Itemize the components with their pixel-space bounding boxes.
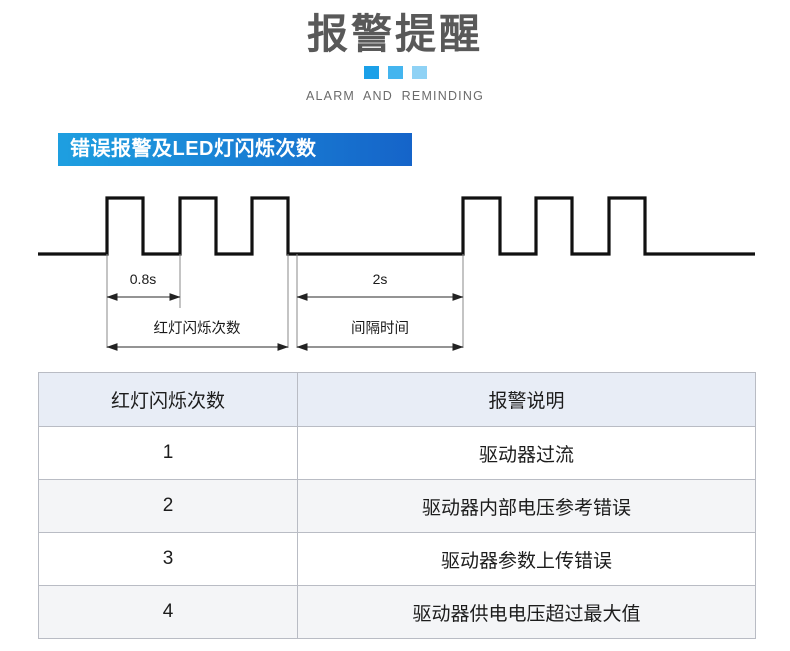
table-header-description: 报警说明 — [297, 372, 756, 427]
cell-blink-count: 3 — [38, 532, 298, 586]
interval-span-label: 间隔时间 — [351, 320, 409, 337]
section-banner-label: 错误报警及LED灯闪烁次数 — [70, 138, 317, 160]
page-title: 报警提醒 — [307, 11, 483, 57]
table-row: 4 驱动器供电电压超过最大值 — [38, 585, 756, 639]
signal-trace — [38, 196, 755, 256]
table-header-blink-count: 红灯闪烁次数 — [38, 372, 298, 427]
square-3-icon — [411, 66, 427, 79]
table-row: 3 驱动器参数上传错误 — [38, 532, 756, 586]
section-banner: 错误报警及LED灯闪烁次数 — [58, 133, 412, 166]
alarm-code-table: 红灯闪烁次数 报警说明 1 驱动器过流 2 驱动器内部电压参考错误 3 驱动器参… — [38, 372, 756, 639]
waveform-diagram: 0.8s 2s 红灯闪烁次数 间隔时间 — [0, 176, 790, 362]
cell-description: 驱动器内部电压参考错误 — [297, 479, 756, 533]
table-row: 1 驱动器过流 — [38, 426, 756, 480]
cell-blink-count: 1 — [38, 426, 298, 480]
table-row: 2 驱动器内部电压参考错误 — [38, 479, 756, 533]
waveform-svg: 0.8s 2s 红灯闪烁次数 间隔时间 — [38, 196, 755, 351]
witness-lines — [106, 254, 464, 348]
page-subtitle: ALARM AND REMINDING — [305, 89, 485, 103]
cell-description: 驱动器参数上传错误 — [297, 532, 756, 586]
pulse-width-label: 0.8s — [130, 271, 156, 287]
square-2-icon — [387, 66, 403, 79]
cell-description: 驱动器供电电压超过最大值 — [297, 585, 756, 639]
decorative-square-row — [0, 66, 790, 79]
interval-label: 2s — [373, 271, 388, 287]
cell-blink-count: 4 — [38, 585, 298, 639]
page-header: 报警提醒 ALARM AND REMINDING — [0, 0, 790, 118]
cell-blink-count: 2 — [38, 479, 298, 533]
table-body: 1 驱动器过流 2 驱动器内部电压参考错误 3 驱动器参数上传错误 4 驱动器供… — [38, 426, 756, 639]
table-header-row: 红灯闪烁次数 报警说明 — [38, 372, 756, 427]
blink-span-label: 红灯闪烁次数 — [154, 320, 241, 337]
cell-description: 驱动器过流 — [297, 426, 756, 480]
square-1-icon — [363, 66, 379, 79]
